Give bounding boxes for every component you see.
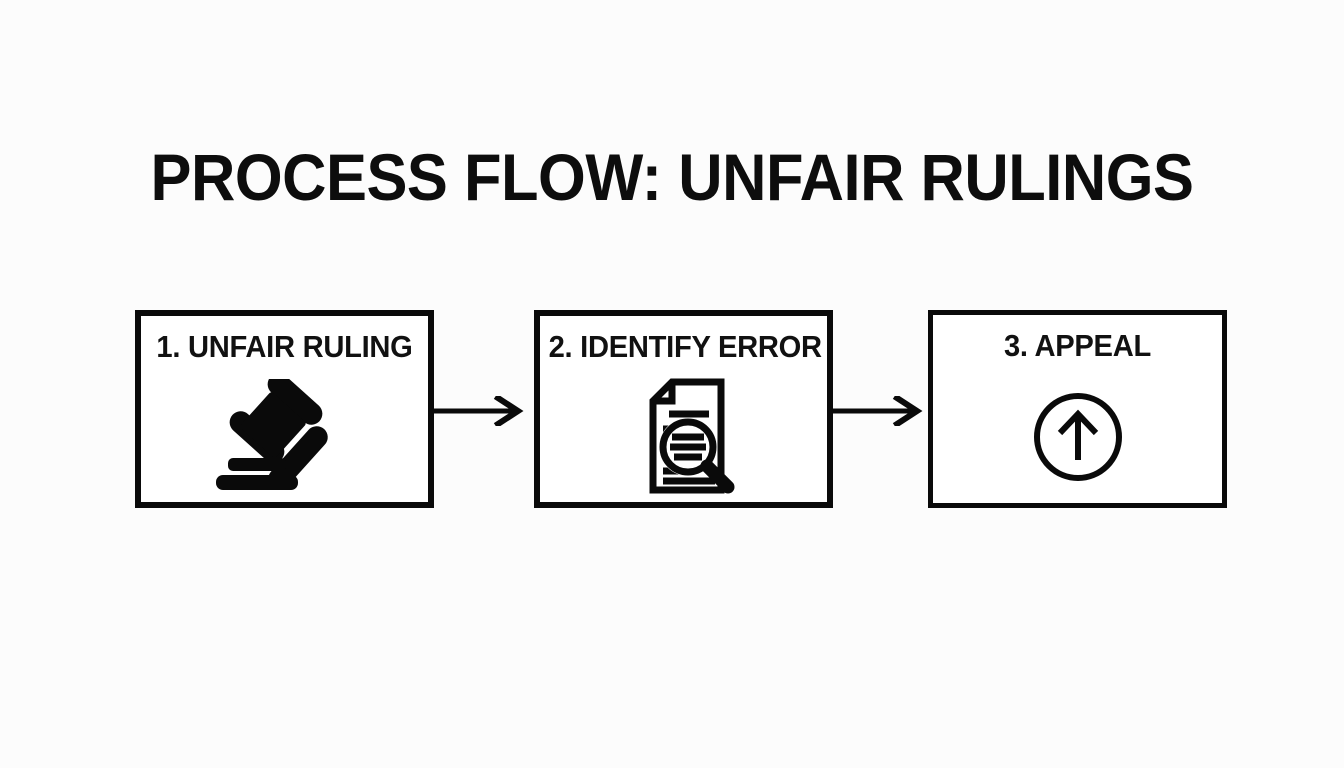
step-3-label: 3. APPEAL	[1004, 328, 1151, 363]
step-box-unfair-ruling[interactable]: 1. UNFAIR RULING	[135, 310, 434, 508]
circle-arrow-up-icon	[933, 373, 1222, 501]
process-flow-diagram: 1. UNFAIR RULING	[135, 310, 1227, 508]
arrow-step1-to-step2	[434, 396, 534, 426]
document-magnifier-icon	[540, 374, 827, 502]
step-2-label: 2. IDENTIFY ERROR	[548, 329, 822, 364]
arrow-step2-to-step3	[833, 396, 933, 426]
page-title: PROCESS FLOW: UNFAIR RULINGS	[150, 140, 1194, 214]
step-box-appeal[interactable]: 3. APPEAL	[928, 310, 1227, 508]
gavel-icon	[141, 374, 428, 502]
step-1-label: 1. UNFAIR RULING	[156, 329, 413, 364]
step-box-identify-error[interactable]: 2. IDENTIFY ERROR	[534, 310, 833, 508]
